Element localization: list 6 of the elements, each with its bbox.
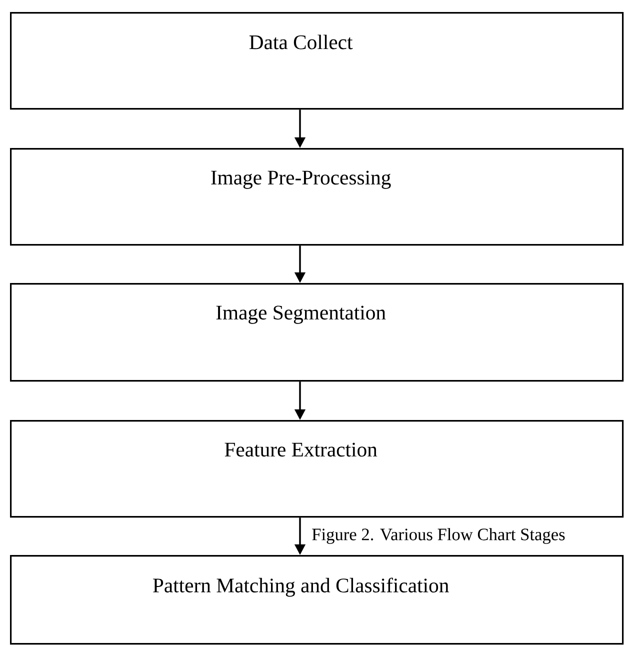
process-box: Pattern Matching and Classification	[10, 555, 624, 645]
caption: Figure 2. Various Flow Chart Stages	[312, 528, 565, 544]
process-box: Feature Extraction	[10, 420, 624, 518]
process-box: Image Pre-Processing	[10, 148, 624, 246]
process-box: Image Segmentation	[10, 283, 624, 382]
process-box: Data Collect	[10, 12, 624, 110]
